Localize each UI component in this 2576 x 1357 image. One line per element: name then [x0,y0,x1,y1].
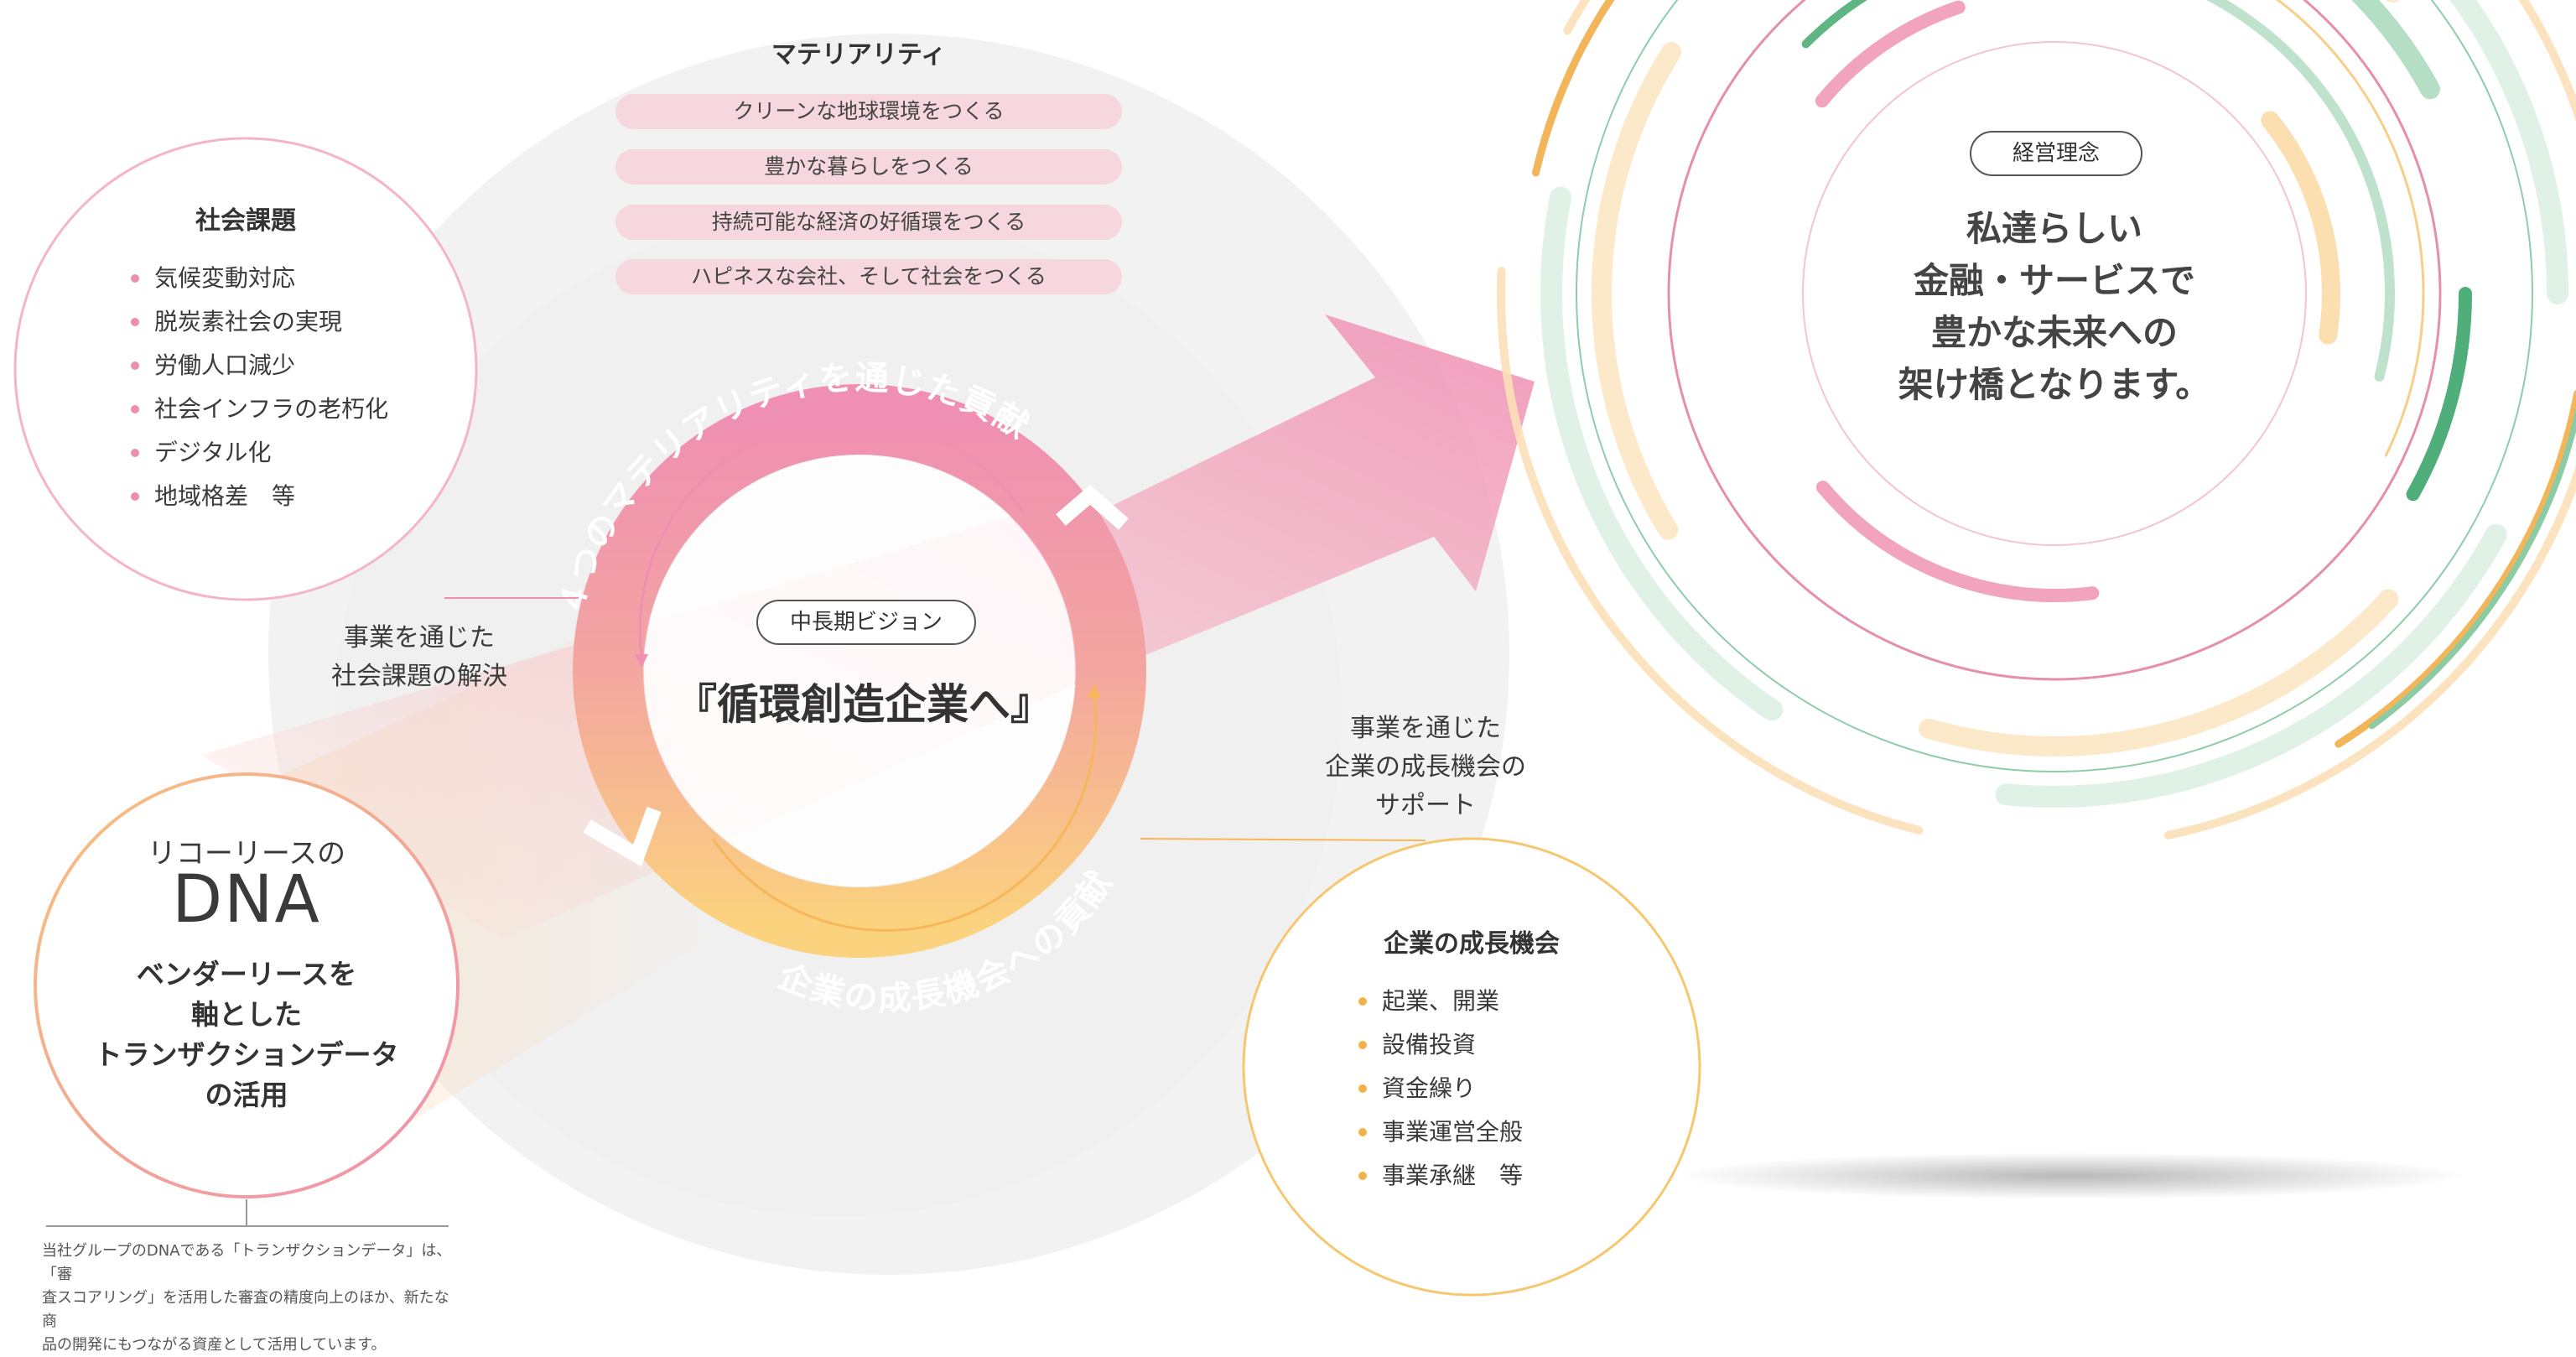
materiality-item: 豊かな暮らしをつくる [615,149,1122,185]
philosophy-badge: 経営理念 [1970,131,2142,176]
list-item: 起業、開業 [1358,980,1610,1023]
growth-title: 企業の成長機会 [1384,929,1560,959]
list-item: 地域格差 等 [131,475,433,518]
social-solution-label: 事業を通じた 社会課題の解決 [331,623,507,691]
footnote: 当社グループのDNAである「トランザクションデータ」は、「審 査スコアリング」を… [42,1242,452,1354]
materiality-item: クリーンな地球環境をつくる [615,94,1122,129]
list-item: 事業運営全般 [1358,1110,1610,1154]
list-item: 設備投資 [1358,1023,1610,1067]
connector-growth [1140,838,1426,841]
dna-description: ベンダーリースを 軸とした トランザクションデータ の活用 [94,958,399,1111]
ring-chevron-bottom [583,806,662,867]
inner-arrow-top [638,419,1025,655]
materiality-item: ハピネスな会社、そして社会をつくる [615,259,1122,294]
dna-bubble [34,772,460,1198]
materiality-item: 持続可能な経済の好循環をつくる [615,205,1122,240]
philosophy-rings [1497,0,2576,851]
list-item: 労働人口減少 [131,344,433,387]
social-issues-bubble [13,137,478,601]
list-item: 気候変動対応 [131,257,433,300]
dna-title: DNA [172,862,321,938]
growth-bubble [1242,837,1701,1297]
list-item: 資金繰り [1358,1067,1610,1110]
ring-inner-disc [644,455,1075,886]
materiality-title: マテリアリティ [771,40,947,70]
growth-support-label: 事業を通じた 企業の成長機会の サポート [1325,714,1526,820]
social-issues-list: 気候変動対応 脱炭素社会の実現 労働人口減少 社会インフラの老朽化 デジタル化 … [131,257,433,518]
ring-chevron-top [1056,485,1129,530]
list-item: 社会インフラの老朽化 [131,387,433,431]
list-item: 事業承継 等 [1358,1154,1610,1198]
list-item: デジタル化 [131,431,433,475]
philosophy-shadow [1677,1152,2465,1199]
philosophy-statement: 私達らしい 金融・サービスで 豊かな未来への 架け橋となります。 [1898,208,2211,405]
vision-title: 『循環創造企業へ』 [675,680,1052,729]
list-item: 脱炭素社会の実現 [131,300,433,344]
growth-list: 起業、開業 設備投資 資金繰り 事業運営全般 事業承継 等 [1358,980,1610,1198]
dna-heading: リコーリースの [147,837,346,871]
inner-arrow-bottom [711,695,1098,932]
social-issues-title: 社会課題 [195,206,296,236]
vision-badge: 中長期ビジョン [756,600,976,645]
